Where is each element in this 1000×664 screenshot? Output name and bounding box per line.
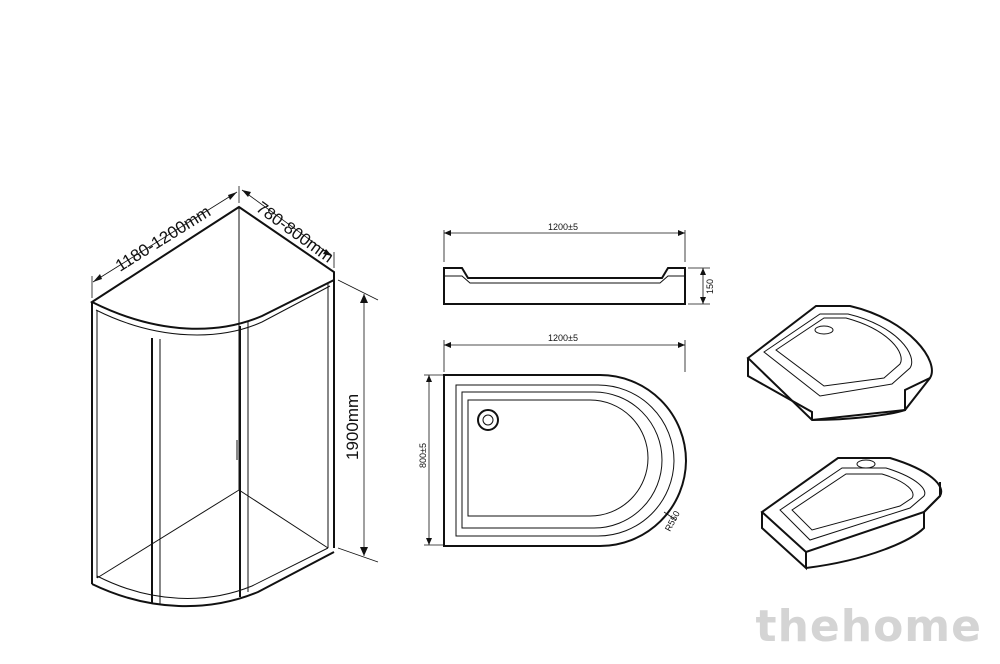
cabin-height-label: 1900mm (343, 394, 362, 460)
tray-top-view: 1200±5 800±5 R550 (418, 333, 688, 547)
tray-top-length-label: 1200±5 (548, 333, 578, 343)
cabin-depth-label: 780-800mm (253, 198, 338, 267)
tray-top-width-label: 800±5 (418, 443, 428, 468)
tray-side-view: 1200±5 150 (443, 222, 715, 305)
tray-perspective-top (746, 305, 933, 422)
tray-side-height-label: 150 (705, 279, 715, 294)
tray-perspective-bottom (760, 457, 943, 571)
cabin-width-label: 1180-1200mm (112, 202, 214, 276)
tray-side-length-label: 1200±5 (548, 222, 578, 232)
watermark-logo: thehome (755, 601, 982, 652)
cabin-drawing: 1180-1200mm 780-800mm 1900mm (89, 186, 379, 608)
